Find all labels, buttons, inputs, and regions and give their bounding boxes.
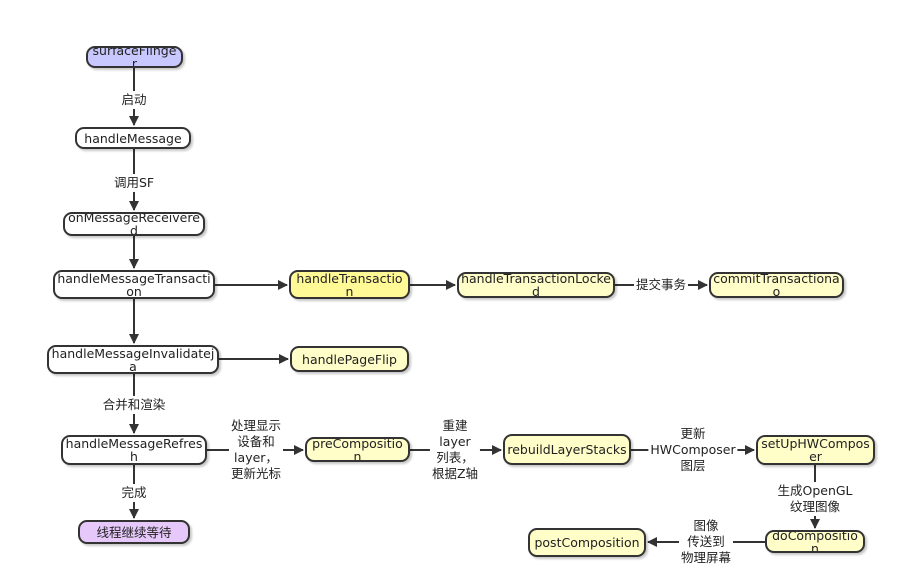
node-handle-message-invalidate: handleMessageInvalidateja — [47, 345, 219, 374]
node-surfaceflinger: surfaceFlinger — [86, 46, 183, 68]
node-handle-transaction-label: handleTransaction — [296, 270, 403, 299]
node-handle-page-flip: handlePageFlip — [290, 346, 409, 372]
node-set-up-hw-composer: setUpHWComposer — [756, 435, 875, 465]
edge-label-process-display: 处理显示 设备和 layer， 更新光标 — [228, 417, 284, 483]
edge-label-call-sf: 调用SF — [111, 174, 157, 192]
node-handle-message-transaction-label: handleMessageTransaction — [57, 270, 211, 299]
node-rebuild-layer-stacks: rebuildLayerStacks — [503, 434, 631, 465]
edge-label-update-hwc: 更新 HWComposer 图层 — [648, 425, 738, 475]
node-commit-transaction-label: commitTransactionao — [713, 272, 840, 298]
node-pre-composition: preComposition — [305, 437, 410, 462]
node-pre-composition-label: preComposition — [312, 437, 403, 462]
node-handle-message-invalidate-label: handleMessageInvalidateja — [51, 345, 215, 374]
node-handle-page-flip-label: handlePageFlip — [302, 351, 397, 367]
node-do-composition-label: doComposition — [772, 530, 858, 553]
node-handle-transaction-locked: handleTransactionLocked — [457, 272, 615, 298]
node-set-up-hw-composer-label: setUpHWComposer — [761, 436, 870, 464]
edge-label-start: 启动 — [119, 91, 149, 109]
edge-label-merge-render: 合并和渲染 — [100, 396, 168, 414]
node-handle-transaction-locked-label: handleTransactionLocked — [461, 272, 611, 298]
node-handle-message-refresh: handleMessageRefresh — [61, 435, 207, 465]
node-on-message-received: onMessageReceivered — [63, 212, 205, 236]
node-rebuild-layer-stacks-label: rebuildLayerStacks — [507, 442, 627, 457]
node-wait-loop-label: 线程继续等待 — [96, 524, 172, 540]
node-post-composition: postComposition — [528, 528, 646, 557]
edge-label-rebuild-list: 重建 layer 列表， 根据Z轴 — [429, 417, 481, 483]
node-surfaceflinger-label: surfaceFlinger — [92, 46, 177, 68]
node-do-composition: doComposition — [765, 530, 865, 553]
node-handle-message-label: handleMessage — [84, 130, 182, 146]
edge-label-gen-opengl: 生成OpenGL 纹理图像 — [775, 482, 855, 516]
node-on-message-received-label: onMessageReceivered — [68, 212, 200, 236]
node-commit-transaction: commitTransactionao — [709, 272, 844, 298]
node-wait-loop: 线程继续等待 — [78, 520, 190, 544]
node-handle-message-refresh-label: handleMessageRefresh — [65, 436, 203, 464]
edge-label-done: 完成 — [119, 484, 149, 502]
node-handle-message: handleMessage — [75, 127, 191, 149]
edge-label-send-image: 图像 传送到 物理屏幕 — [678, 517, 734, 567]
node-handle-transaction: handleTransaction — [289, 270, 410, 299]
edge-label-commit: 提交事务 — [633, 276, 689, 294]
node-post-composition-label: postComposition — [534, 535, 640, 550]
node-handle-message-transaction: handleMessageTransaction — [53, 270, 215, 299]
